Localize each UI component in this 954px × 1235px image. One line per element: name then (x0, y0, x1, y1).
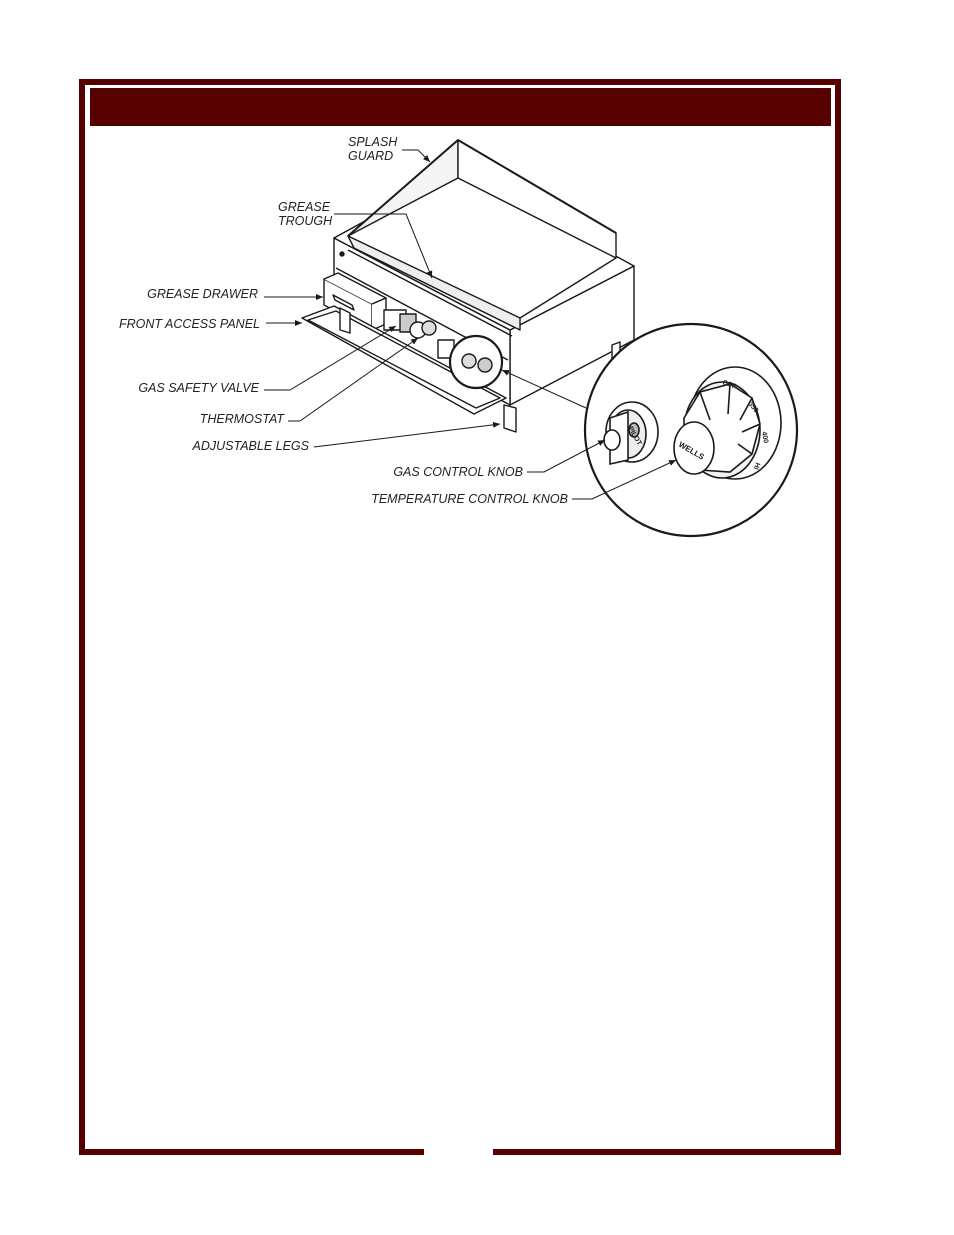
frame-bottom-left (79, 1149, 424, 1155)
callout-labels: SPLASH GUARD GREASE TROUGH GREASE DRAWER… (119, 135, 568, 506)
label-splash-guard-line2: GUARD (348, 149, 393, 163)
label-gas-control-knob: GAS CONTROL KNOB (393, 465, 523, 479)
griddle-illustration (301, 139, 635, 433)
temp-mark-400: 400 (760, 431, 769, 444)
label-grease-trough-line1: GREASE (278, 200, 331, 214)
label-grease-trough-line2: TROUGH (278, 214, 333, 228)
temp-mark-hi: HI (752, 461, 761, 470)
header-bar (90, 88, 831, 126)
temp-mark-off: OFF (721, 379, 737, 391)
label-thermostat: THERMOSTAT (200, 412, 286, 426)
label-splash-guard-line1: SPLASH (348, 135, 398, 149)
leader-lines (264, 149, 677, 500)
gas-control-knob-illustration (603, 401, 659, 465)
frame-bottom-right (493, 1149, 841, 1155)
label-temperature-control-knob: TEMPERATURE CONTROL KNOB (371, 492, 568, 506)
knob-detail-inset (583, 322, 799, 538)
label-adjustable-legs: ADJUSTABLE LEGS (192, 439, 310, 453)
label-front-access-panel: FRONT ACCESS PANEL (119, 317, 260, 331)
label-grease-drawer: GREASE DRAWER (147, 287, 258, 301)
page-frame (79, 79, 841, 1155)
temperature-control-knob-illustration (673, 366, 782, 480)
label-gas-safety-valve: GAS SAFETY VALVE (138, 381, 259, 395)
